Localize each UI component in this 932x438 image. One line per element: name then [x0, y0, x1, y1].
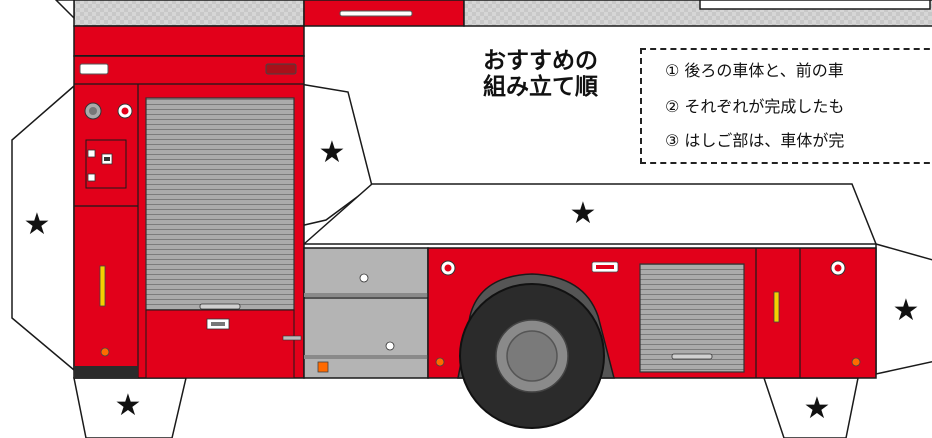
rear-wheel [457, 273, 615, 429]
assembly-order-title-line2: 組み立て順 [483, 74, 598, 100]
assembly-order-title-line1: おすすめの [483, 48, 598, 74]
glue-star-bottom-right: ★ [803, 391, 831, 426]
body-compartments [303, 247, 429, 379]
glue-star-roof: ★ [569, 196, 597, 231]
instruction-step-1: ① 後ろの車体と、前の車 [665, 61, 844, 80]
cab-header [73, 25, 305, 57]
instruction-step-3: ③ はしご部は、車体が完 [665, 131, 845, 150]
glue-star-bottom-left: ★ [114, 388, 142, 423]
glue-star-left: ★ [23, 207, 51, 242]
glue-star-cab: ★ [318, 135, 346, 170]
top-panel [54, 0, 932, 27]
glue-star-right: ★ [892, 293, 920, 328]
instruction-step-2: ② それぞれが完成したも [665, 97, 845, 116]
cab-side-panel [73, 55, 305, 379]
instructions-box [640, 48, 932, 164]
